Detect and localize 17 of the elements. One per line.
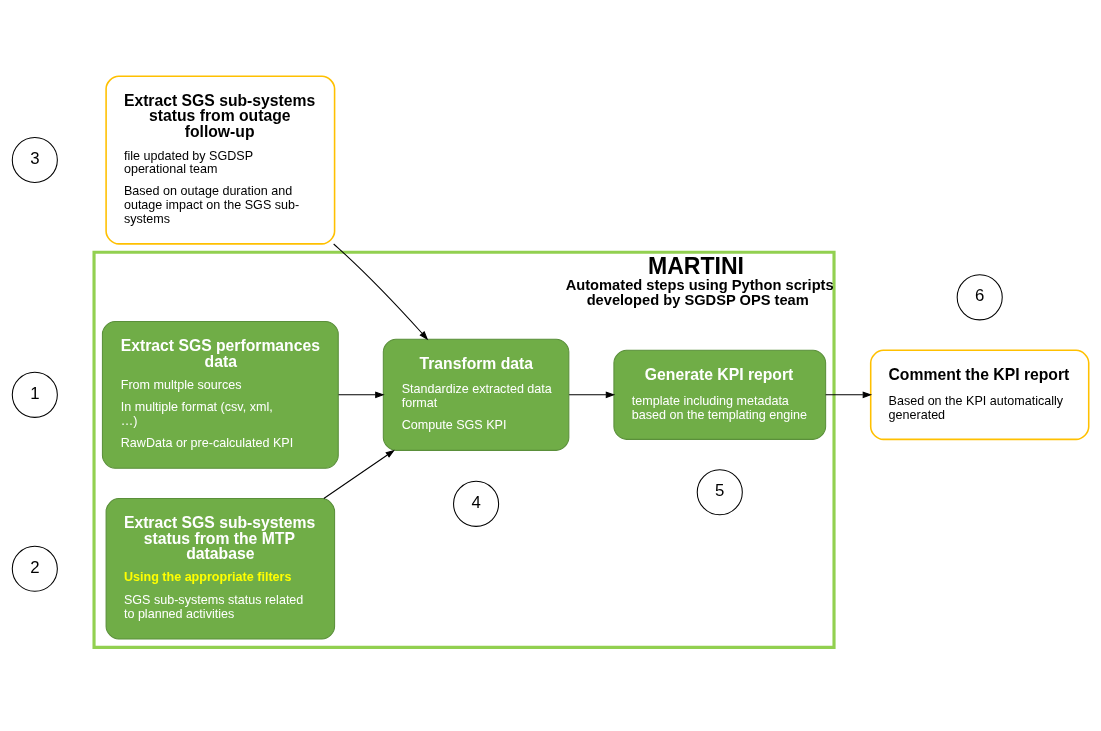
node-box: Transform data Standardize extracted data format Compute SGS KPI [382, 338, 570, 451]
node-box: Extract SGS performances data From multple sources In multiple format (csv, xml, …) RawData or pre-calculated KPI [101, 320, 339, 469]
arrow [323, 449, 395, 499]
node-circle: 2 [11, 545, 58, 592]
arrow [825, 391, 873, 398]
node-circle: 6 [956, 273, 1003, 320]
node-box: Extract SGS sub-systems status from the MTP database Using the appropriate filters SGS sub-systems status related to planned activities [105, 497, 336, 640]
node-box: Generate KPI report template including metadata based on the templating engine [613, 349, 827, 440]
node-box: Comment the KPI report Based on the KPI automatically generated [869, 349, 1090, 440]
arrow [338, 391, 385, 398]
node-circle: 4 [453, 480, 500, 527]
node-circle: 1 [11, 371, 58, 418]
node-circle: 5 [696, 468, 743, 515]
arrow [568, 391, 616, 398]
node-circle: 3 [11, 136, 58, 183]
node-box: Extract SGS sub-systems status from outage follow-up file updated by SGDSP operational team Based on outage duration and outage impact on the SGS sub-systems [105, 74, 336, 245]
arrow [333, 243, 429, 340]
